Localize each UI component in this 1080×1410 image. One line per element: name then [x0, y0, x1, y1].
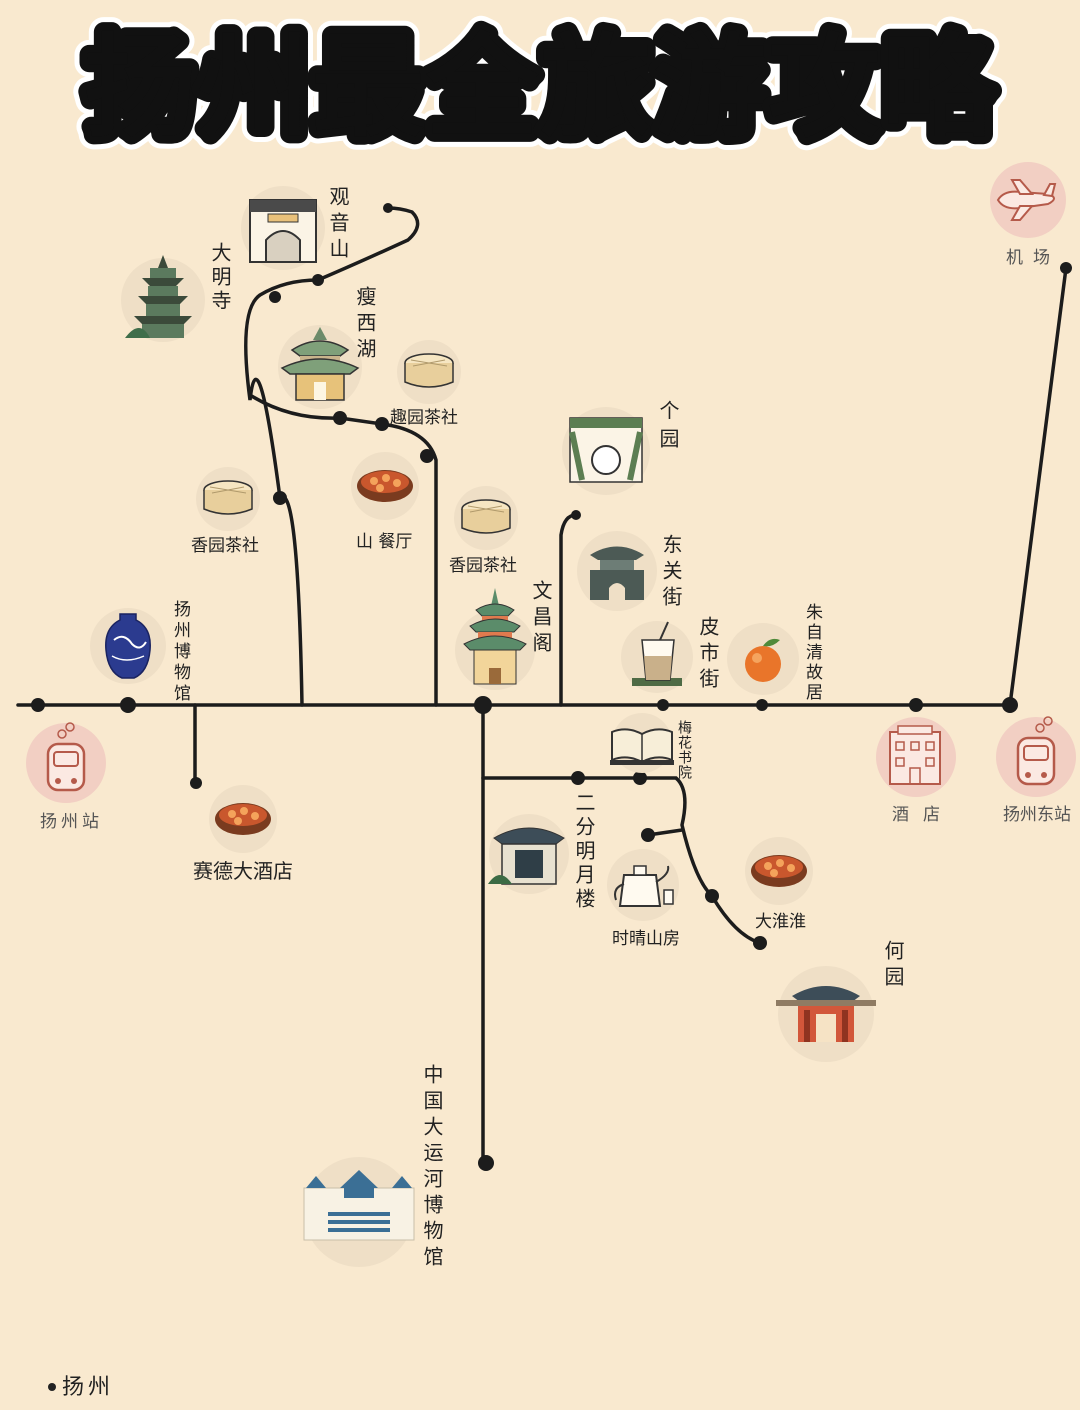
- stop-quyuan-1: [333, 411, 347, 425]
- stop-dahuai-2: [753, 936, 767, 950]
- route-south-branch: [481, 776, 762, 945]
- route-stops: [31, 203, 1072, 1171]
- label-hotel: 酒店: [892, 805, 954, 825]
- stop-dahuai-1: [705, 889, 719, 903]
- stop-saide: [190, 777, 202, 789]
- stop-airport: [1060, 262, 1072, 274]
- open-book-icon[interactable]: [610, 713, 674, 773]
- orange-icon[interactable]: [727, 623, 799, 695]
- temple-gate-icon[interactable]: [241, 186, 325, 270]
- svg-text:扬州最全旅游攻略: 扬州最全旅游攻略: [84, 23, 996, 153]
- route-airport: [1008, 266, 1068, 707]
- label-dongguanjie: 东关街: [659, 534, 683, 612]
- route-west-lake: [248, 393, 438, 707]
- label-canal-museum: 中国大运河博物馆: [420, 1064, 444, 1272]
- stop-guanyin: [383, 203, 393, 213]
- label-zhuziqing: 朱自清故居: [802, 603, 823, 703]
- porcelain-vase-icon[interactable]: [90, 608, 166, 684]
- teapot-icon[interactable]: [607, 849, 679, 921]
- pagoda-icon[interactable]: [121, 255, 205, 342]
- label-guanyinshan: 观音山: [326, 186, 350, 264]
- label-damingsi: 大明寺: [208, 242, 232, 314]
- stop-hotel: [909, 698, 923, 712]
- stop-meihua: [633, 771, 647, 785]
- label-shouxihu: 瘦西湖: [353, 286, 377, 364]
- archway-icon[interactable]: [776, 966, 876, 1062]
- label-dahuaizhun: 大淮淮: [755, 912, 806, 932]
- dish-icon[interactable]: [745, 837, 813, 905]
- footer-dot: [48, 1383, 56, 1391]
- stop-east-station: [1002, 697, 1018, 713]
- label-yangzhou-station: 扬州站: [40, 812, 103, 832]
- bamboo-steamer-icon[interactable]: [397, 340, 461, 404]
- label-wenchangge: 文昌阁: [529, 580, 553, 658]
- drink-cup-icon[interactable]: [621, 621, 693, 693]
- svg-text:扬州最全旅游攻略: 扬州最全旅游攻略: [84, 23, 996, 153]
- label-yangzhou-east: 扬州东站: [1003, 805, 1071, 825]
- label-quyuan-tea: 趣园茶社: [390, 408, 458, 428]
- train-icon[interactable]: [26, 722, 106, 803]
- dish-icon[interactable]: [351, 452, 419, 520]
- footer: 扬州: [48, 1375, 114, 1400]
- city-gate-icon[interactable]: [577, 531, 657, 611]
- pavilion-icon[interactable]: [278, 325, 362, 409]
- label-shan-restaurant: 山 餐厅: [356, 532, 412, 552]
- dish-icon[interactable]: [209, 785, 277, 853]
- stop-museum: [120, 697, 136, 713]
- stop-quyuan-2: [375, 417, 389, 431]
- museum-building-icon[interactable]: [303, 1157, 415, 1267]
- svg-text:扬州最全旅游攻略: 扬州最全旅游攻略: [84, 23, 996, 153]
- label-shiqing-shanfang: 时晴山房: [612, 929, 680, 949]
- stop-daming: [269, 291, 281, 303]
- label-saide-hotel: 赛德大酒店: [193, 859, 293, 883]
- label-xiangyuan-tea-2: 香园茶社: [449, 556, 517, 576]
- tower-icon[interactable]: [455, 588, 535, 690]
- bamboo-steamer-icon[interactable]: [454, 486, 518, 550]
- route-dongguan: [559, 513, 578, 707]
- stop-center: [474, 696, 492, 714]
- hotel-building-icon[interactable]: [876, 717, 956, 797]
- label-erfen-mingyue: 二分明月楼: [572, 792, 596, 912]
- stop-xiangyuan: [273, 491, 287, 505]
- stop-zhuziqing: [756, 699, 768, 711]
- bamboo-steamer-icon[interactable]: [196, 467, 260, 531]
- label-heyuan: 何园: [881, 940, 905, 992]
- label-geyuan: 个园: [656, 400, 680, 456]
- garden-gate-icon[interactable]: [562, 407, 650, 495]
- airplane-icon[interactable]: [990, 162, 1066, 238]
- footer-text: 扬州: [62, 1375, 114, 1400]
- label-pishijie: 皮市街: [696, 616, 720, 694]
- stop-canal-museum: [478, 1155, 494, 1171]
- stop-erfen: [571, 771, 585, 785]
- stop-pishijie: [657, 699, 669, 711]
- label-meihua-academy: 梅花书院: [676, 720, 692, 780]
- label-yangzhou-museum: 扬州博物馆: [170, 600, 191, 705]
- label-xiangyuan-tea-1: 香园茶社: [191, 536, 259, 556]
- label-airport: 机场: [1006, 248, 1060, 268]
- place-labels: 观音山 大明寺 瘦西湖 趣园茶社 香园茶社 山 餐厅 香园茶社 个园 东关街 文…: [40, 186, 1071, 1272]
- page-title: 扬州最全旅游攻略 扬州最全旅游攻略 扬州最全旅游攻略: [71, 10, 1007, 166]
- stop-dongguan: [571, 510, 581, 520]
- stop-shiqing: [641, 828, 655, 842]
- stop-restaurant: [420, 449, 434, 463]
- stop-west-end: [31, 698, 45, 712]
- train-icon[interactable]: [996, 716, 1076, 797]
- stop-shouxi: [312, 274, 324, 286]
- pavilion-window-icon[interactable]: [488, 814, 569, 894]
